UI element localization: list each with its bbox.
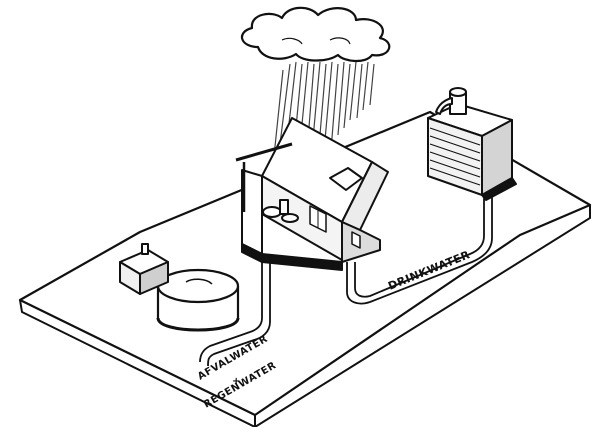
rain-cloud — [242, 8, 389, 61]
rainwater-tank — [158, 270, 238, 330]
